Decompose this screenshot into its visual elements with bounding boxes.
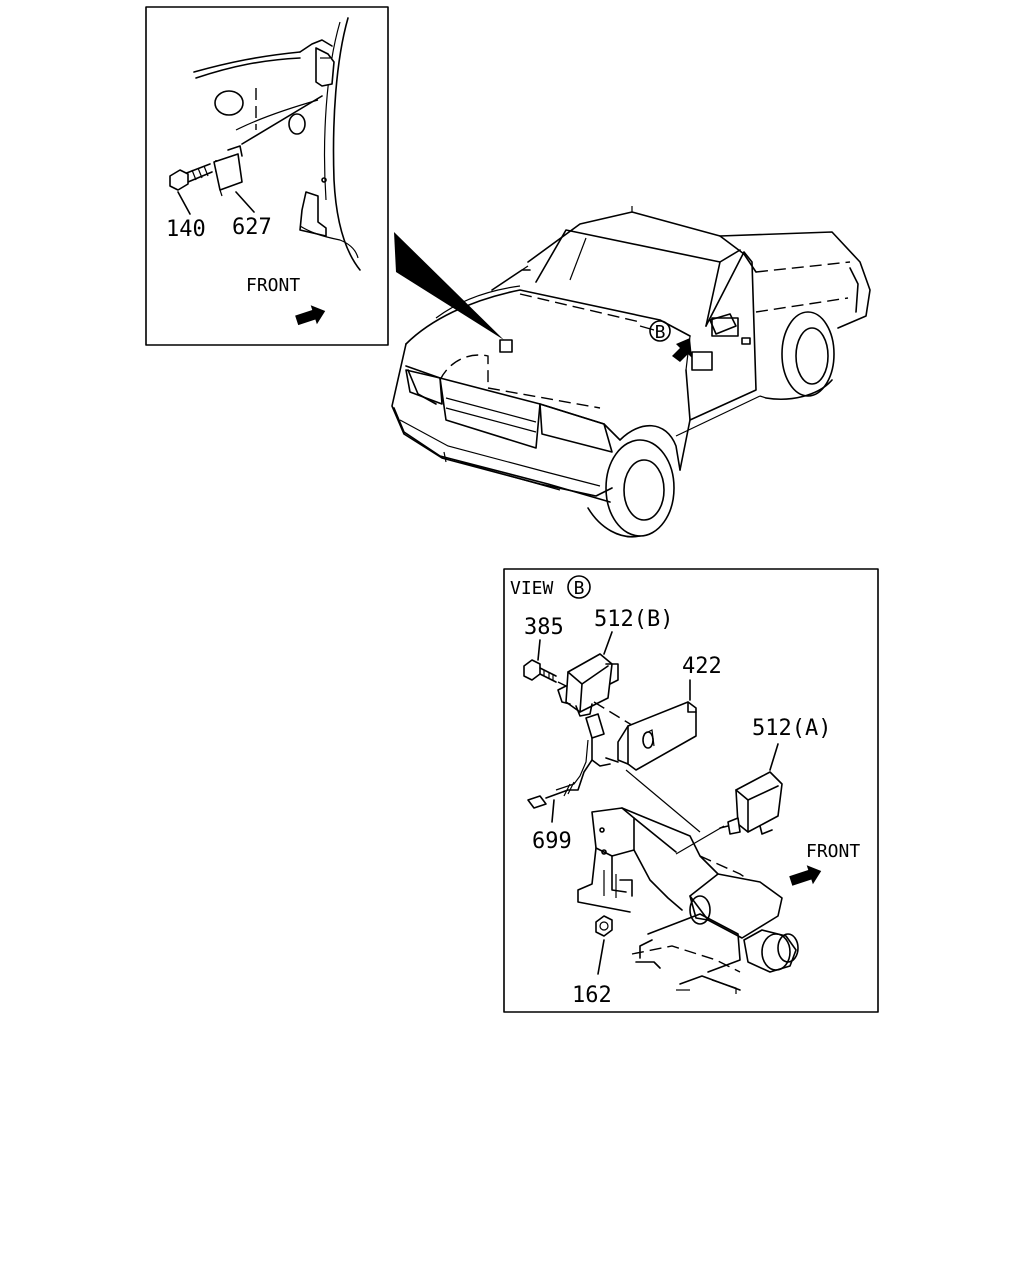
view-title-prefix: VIEW <box>510 578 554 599</box>
relay-627-part <box>213 145 243 197</box>
bolt-385-part <box>523 659 557 683</box>
module-512b-part <box>557 653 619 717</box>
view-direction-arrow-icon <box>672 338 692 362</box>
callout-wedge <box>394 232 504 340</box>
sensor-699-part <box>527 713 619 809</box>
chassis-frame <box>577 807 799 994</box>
relay-location-marker <box>499 339 513 353</box>
part-label-162: 162 <box>572 983 612 1008</box>
view-callout-letter: B <box>655 322 666 343</box>
part-label-422: 422 <box>682 654 722 679</box>
part-label-512b: 512(B) <box>594 607 673 632</box>
part-label-140: 140 <box>166 217 206 242</box>
inset-top-panel: 140 627 FRONT <box>145 6 389 346</box>
inset-view-b-panel: VIEW B 385 512(B) 422 512(A) 699 162 FRO… <box>503 568 879 1013</box>
part-label-385: 385 <box>524 615 564 640</box>
pickup-truck-illustration: B <box>391 206 871 538</box>
view-callout-circle <box>649 320 671 342</box>
nut-162-part <box>595 915 613 937</box>
front-arrow-icon-b <box>789 865 822 886</box>
view-title-letter: B <box>574 578 585 599</box>
bracket-422-part <box>617 701 697 771</box>
inset-view-b-frame <box>503 568 879 1013</box>
module-512a-part <box>719 771 783 835</box>
view-title-circle <box>567 575 591 599</box>
front-direction-label: FRONT <box>246 275 300 296</box>
bolt-140-part <box>169 163 213 191</box>
part-label-627: 627 <box>232 215 272 240</box>
part-label-699: 699 <box>532 829 572 854</box>
front-direction-label-b: FRONT <box>806 841 860 862</box>
part-label-512a: 512(A) <box>752 716 831 741</box>
inset-top-frame <box>145 6 389 346</box>
front-arrow-icon <box>295 305 326 326</box>
